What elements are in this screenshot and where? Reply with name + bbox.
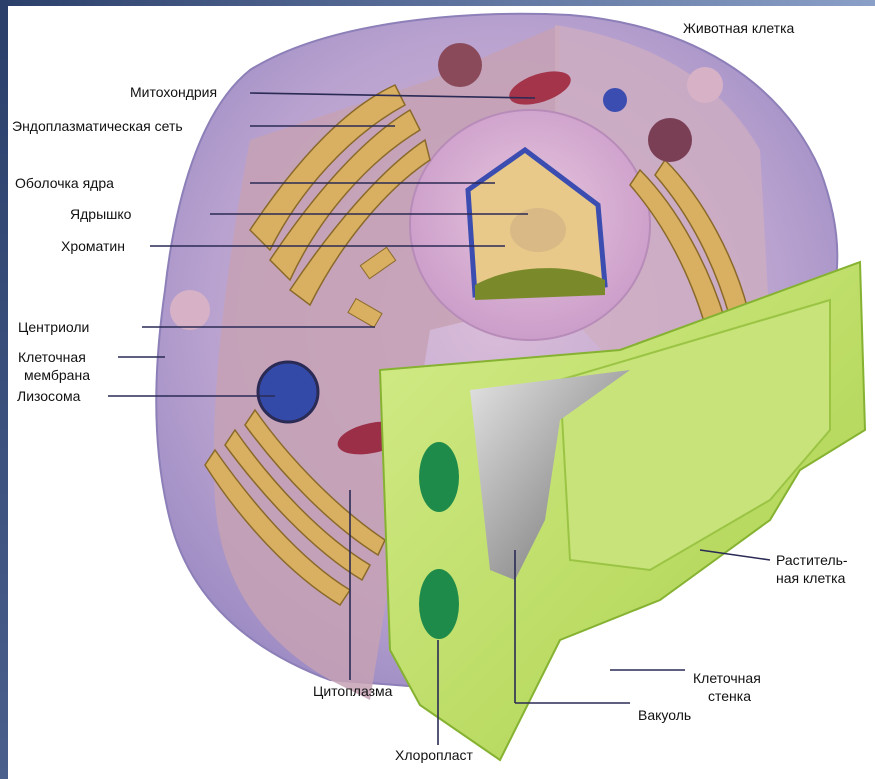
label-vacuole: Вакуоль bbox=[638, 707, 691, 724]
label-er: Эндоплазматическая сеть bbox=[12, 118, 183, 135]
label-centrioles: Центриоли bbox=[18, 319, 89, 336]
label-cell-membrane-1: Клеточная bbox=[18, 349, 86, 366]
label-chloroplast: Хлоропласт bbox=[395, 747, 473, 764]
label-lysosome: Лизосома bbox=[17, 388, 80, 405]
pore-right bbox=[687, 67, 723, 103]
label-cytoplasm: Цитоплазма bbox=[313, 683, 392, 700]
label-nucleolus: Ядрышко bbox=[70, 206, 131, 223]
vesicle-right bbox=[648, 118, 692, 162]
label-plant-cell-1: Раститель- bbox=[776, 552, 848, 569]
label-cell-membrane-2: мембрана bbox=[24, 367, 90, 384]
lysosome bbox=[258, 362, 318, 422]
label-plant-cell-2: ная клетка bbox=[776, 570, 845, 587]
small-vesicle bbox=[603, 88, 627, 112]
label-cell-wall-2: стенка bbox=[708, 688, 751, 705]
vesicle-top bbox=[438, 43, 482, 87]
chloroplast-bottom bbox=[419, 569, 459, 639]
label-nuclear-envelope: Оболочка ядра bbox=[15, 175, 114, 192]
pore-left bbox=[170, 290, 210, 330]
label-mitochondria: Митохондрия bbox=[130, 84, 217, 101]
label-chromatin: Хроматин bbox=[61, 238, 125, 255]
chloroplast-top bbox=[419, 442, 459, 512]
label-cell-wall-1: Клеточная bbox=[693, 670, 761, 687]
label-animal-cell: Животная клетка bbox=[683, 20, 794, 37]
